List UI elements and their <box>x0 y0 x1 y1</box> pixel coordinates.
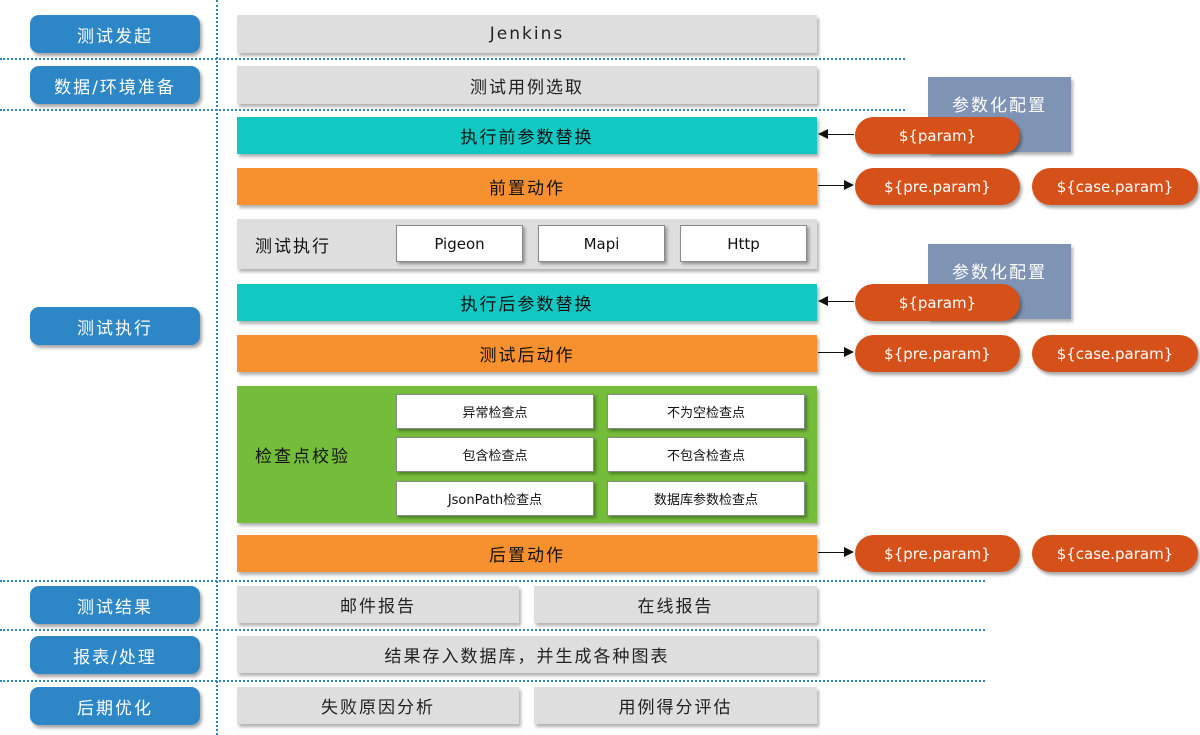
stage-optimize: 后期优化 <box>30 687 200 725</box>
post-action-bar: 后置动作 <box>237 535 817 572</box>
checkpoint-jsonpath: JsonPath检查点 <box>396 481 594 516</box>
divider-3 <box>0 580 985 582</box>
checkpoint-not-contains: 不包含检查点 <box>607 437 805 472</box>
case-param-pill-1: ${case.param} <box>1032 168 1198 205</box>
online-report-bar: 在线报告 <box>534 586 817 623</box>
case-score-bar: 用例得分评估 <box>534 687 817 724</box>
after-test-action-bar: 测试后动作 <box>237 335 817 372</box>
test-exec-box: 测试执行 Pigeon Mapi Http <box>237 219 817 269</box>
stage-divider-vertical <box>216 0 218 735</box>
protocol-mapi: Mapi <box>538 225 665 262</box>
checkpoint-contains: 包含检查点 <box>396 437 594 472</box>
arrow-param-to-pre-replace <box>818 129 854 139</box>
stage-result: 测试结果 <box>30 586 200 624</box>
checkpoint-not-empty: 不为空检查点 <box>607 394 805 429</box>
store-db-bar: 结果存入数据库，并生成各种图表 <box>237 636 817 673</box>
arrow-post-action-to-params <box>818 547 854 557</box>
checkpoint-box: 检查点校验 异常检查点 不为空检查点 包含检查点 不包含检查点 JsonPath… <box>237 386 817 523</box>
arrow-param-to-post-replace <box>818 296 854 306</box>
divider-4 <box>0 629 985 631</box>
stage-report: 报表/处理 <box>30 636 200 674</box>
param-pill-2: ${param} <box>855 284 1020 321</box>
pre-action-bar: 前置动作 <box>237 168 817 205</box>
stage-prepare: 数据/环境准备 <box>30 66 200 104</box>
case-select-bar: 测试用例选取 <box>237 66 817 104</box>
pre-param-replace-bar: 执行前参数替换 <box>237 117 817 154</box>
test-exec-label: 测试执行 <box>255 236 331 257</box>
jenkins-bar: Jenkins <box>237 15 817 53</box>
checkpoint-exception: 异常检查点 <box>396 394 594 429</box>
pre-param-pill-1: ${pre.param} <box>855 168 1020 205</box>
protocol-http: Http <box>680 225 807 262</box>
pre-param-pill-2: ${pre.param} <box>855 335 1020 372</box>
fail-analysis-bar: 失败原因分析 <box>237 687 519 724</box>
divider-5 <box>0 680 985 682</box>
stage-execute: 测试执行 <box>30 307 200 345</box>
case-param-pill-3: ${case.param} <box>1032 535 1198 572</box>
arrow-pre-action-to-params <box>818 180 854 190</box>
pre-param-pill-3: ${pre.param} <box>855 535 1020 572</box>
case-param-pill-2: ${case.param} <box>1032 335 1198 372</box>
post-param-replace-bar: 执行后参数替换 <box>237 284 817 321</box>
checkpoint-label: 检查点校验 <box>255 447 350 467</box>
protocol-pigeon: Pigeon <box>396 225 523 262</box>
checkpoint-database-param: 数据库参数检查点 <box>607 481 805 516</box>
stage-initiate: 测试发起 <box>30 15 200 53</box>
arrow-after-action-to-params <box>818 347 854 357</box>
param-pill-1: ${param} <box>855 117 1020 154</box>
mail-report-bar: 邮件报告 <box>237 586 519 623</box>
divider-2 <box>0 109 905 111</box>
divider-1 <box>0 58 905 60</box>
